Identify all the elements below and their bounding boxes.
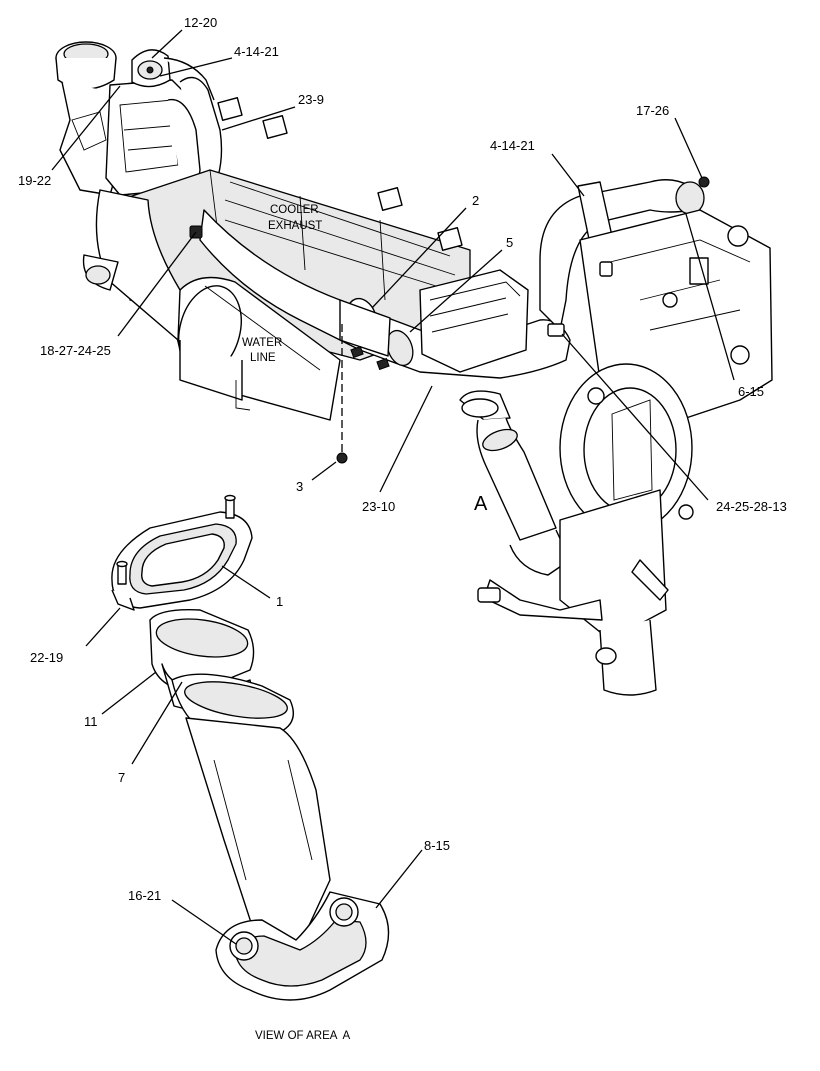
callout-23-10: 23-10 xyxy=(362,499,395,514)
callout-22-19: 22-19 xyxy=(30,650,63,665)
callout-17-26: 17-26 xyxy=(636,103,669,118)
area-a-marker: A xyxy=(474,493,488,515)
lower-housing xyxy=(477,489,669,696)
callout-18-27-24-25: 18-27-24-25 xyxy=(40,343,111,358)
detail-coupling xyxy=(149,609,294,733)
callout-11: 11 xyxy=(84,714,98,729)
callout-5: 5 xyxy=(506,235,513,250)
callout-16-21: 16-21 xyxy=(128,888,161,903)
area-a-detail-illustration xyxy=(111,494,390,1001)
callout-19-22: 19-22 xyxy=(18,173,51,188)
water-line-label-line1: WATER xyxy=(242,337,282,349)
callout-6-15: 6-15 xyxy=(738,384,764,399)
detail-flange-gasket xyxy=(111,494,253,611)
callout-3: 3 xyxy=(296,479,303,494)
cooler-label-line2: EXHAUST xyxy=(268,220,322,232)
view-caption: VIEW OF AREA A xyxy=(255,1030,351,1042)
callout-23-9: 23-9 xyxy=(298,92,324,107)
manifold-housing xyxy=(82,189,251,411)
callout-24-25-28-13: 24-25-28-13 xyxy=(716,499,787,514)
leader-lines xyxy=(51,29,735,945)
water-line-label-line2: LINE xyxy=(250,352,276,364)
callout-12-20: 12-20 xyxy=(184,15,217,30)
area-a-pipe xyxy=(459,390,571,576)
right-upper-tube xyxy=(539,176,710,331)
callout-2: 2 xyxy=(472,193,479,208)
detail-long-pipe xyxy=(185,717,331,951)
engine-assembly-illustration xyxy=(55,41,773,696)
callout-4-14-21-top: 4-14-21 xyxy=(234,44,279,59)
callout-1: 1 xyxy=(276,594,283,609)
cooler-end-box xyxy=(419,269,529,373)
detail-elbow-flange xyxy=(215,891,390,1001)
callout-labels: 12-20 4-14-21 23-9 19-22 4-14-21 17-26 2… xyxy=(18,15,787,903)
cooler-label-line1: COOLER xyxy=(270,204,319,216)
callout-4-14-21-right: 4-14-21 xyxy=(490,138,535,153)
inline-labels: COOLER EXHAUST WATER LINE A xyxy=(242,204,488,515)
callout-8-15: 8-15 xyxy=(424,838,450,853)
callout-7: 7 xyxy=(118,770,125,785)
